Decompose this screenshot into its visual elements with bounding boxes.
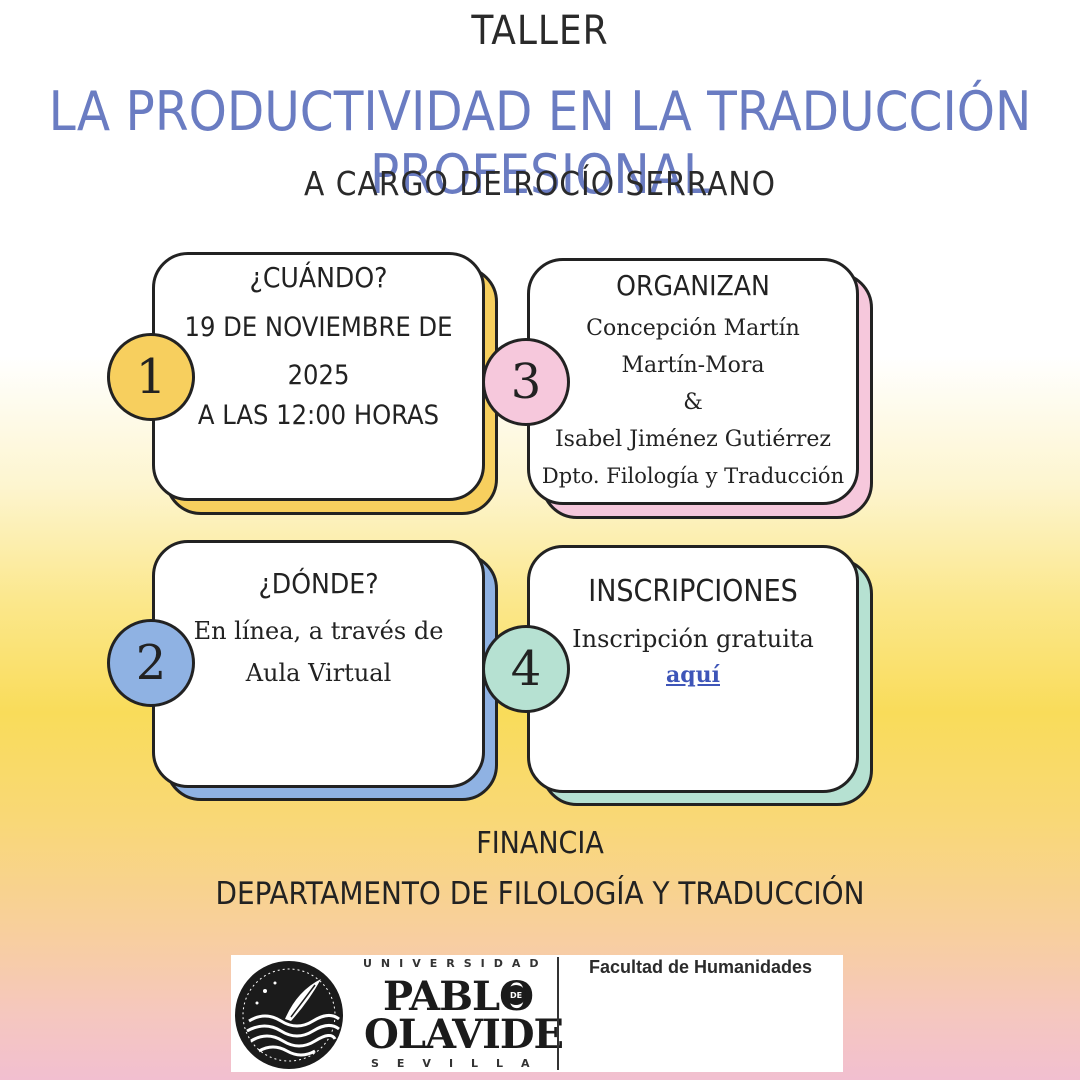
card-where-heading: ¿DÓNDE? xyxy=(258,567,379,600)
registration-link[interactable]: aquí xyxy=(666,662,720,688)
organizer-1-first: Concepción Martín xyxy=(586,316,800,341)
card-organizers-heading: ORGANIZAN xyxy=(616,269,770,302)
number-badge-3: 3 xyxy=(482,338,570,426)
registration-note: Inscripción gratuita xyxy=(572,625,814,653)
faculty-name: Facultad de Humanidades xyxy=(589,957,813,977)
card-where: ¿DÓNDE? En línea, a través de Aula Virtu… xyxy=(152,540,485,788)
organizer-department: Dpto. Filología y Traducción xyxy=(541,464,845,488)
university-logo: UNIVERSIDAD PABLO DE OLAVIDE SEVILLA Fac… xyxy=(231,955,843,1072)
card-registration-heading: INSCRIPCIONES xyxy=(588,574,798,609)
speaker-line: A CARGO DE ROCÍO SERRANO xyxy=(304,164,776,203)
card-where-line-1: En línea, a través de xyxy=(193,617,444,645)
funding-label: FINANCIA xyxy=(476,826,604,861)
ampersand: & xyxy=(683,390,703,415)
funding-department: DEPARTAMENTO DE FILOLOGÍA Y TRADUCCIÓN xyxy=(215,876,865,912)
logo-university-label: UNIVERSIDAD xyxy=(363,957,548,970)
logo-name-line2: OLAVIDE xyxy=(364,1011,564,1058)
card-when-time: A LAS 12:00 HORAS xyxy=(197,400,440,431)
pretitle: TALLER xyxy=(471,8,609,54)
organizer-1-last: Martín-Mora xyxy=(621,353,765,378)
number-badge-2: 2 xyxy=(107,619,195,707)
university-seal-icon xyxy=(235,961,343,1069)
organizer-list: Concepción Martín Martín-Mora & Isabel J… xyxy=(530,310,856,495)
organizer-2: Isabel Jiménez Gutiérrez xyxy=(554,427,832,452)
number-badge-4: 4 xyxy=(482,625,570,713)
card-when-date: 19 DE NOVIEMBRE DE 2025 xyxy=(184,312,453,391)
card-registration: INSCRIPCIONES Inscripción gratuita aquí xyxy=(527,545,859,793)
page-title: LA PRODUCTIVIDAD EN LA TRADUCCIÓN PROFES… xyxy=(48,80,1032,206)
card-when-heading: ¿CUÁNDO? xyxy=(249,261,388,294)
card-when: ¿CUÁNDO? 19 DE NOVIEMBRE DE 2025 A LAS 1… xyxy=(152,252,485,501)
logo-city-label: SEVILLA xyxy=(371,1057,548,1070)
registration-link-wrap: aquí xyxy=(530,662,856,688)
logo-de-badge: DE xyxy=(506,985,526,1005)
number-badge-1: 1 xyxy=(107,333,195,421)
logo-divider xyxy=(557,957,559,1070)
card-where-line-2: Aula Virtual xyxy=(245,659,392,687)
card-organizers: ORGANIZAN Concepción Martín Martín-Mora … xyxy=(527,258,859,505)
